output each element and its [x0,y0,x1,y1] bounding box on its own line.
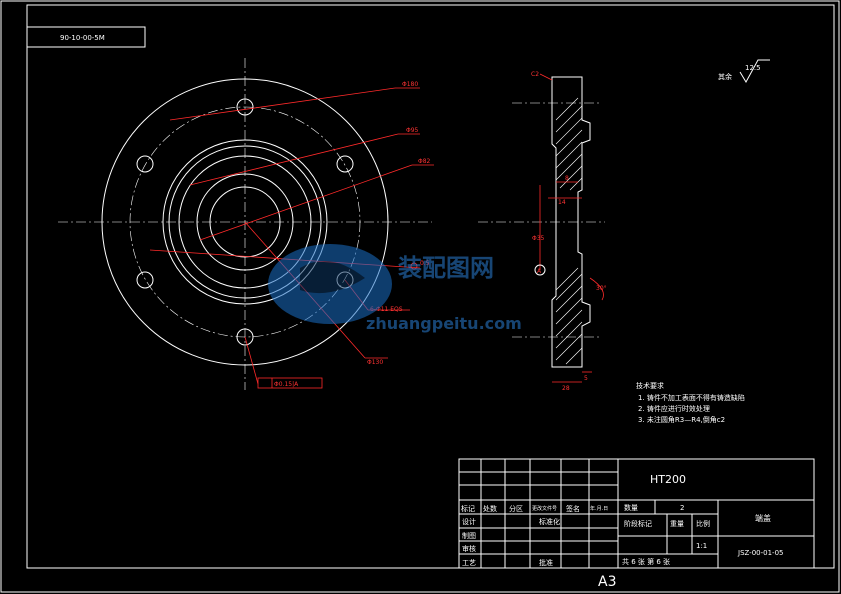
roughness-value: 12.5 [745,64,761,72]
front-view: Φ180 Φ95 Φ82 Φ130 6-Φ11 EQS 0.5 Φ0.15|A [58,58,434,390]
inner-border [26,4,835,569]
watermark: 装配图网 zhuangpeitu.com [268,244,522,333]
bolt-hole [236,328,254,346]
bore-circle [209,186,281,258]
rev-header-sign: 签名 [566,504,580,513]
dim-d130: Φ130 [367,359,383,366]
angle-arc [589,277,604,301]
bolt-hole [336,155,354,173]
rev-header-date: 年.月.日 [590,505,608,512]
tech-item-1: 1. 铸件不加工表面不得有铸造缺陷 [638,393,745,402]
dim-tol-05: 0.5 [420,260,430,267]
tech-item-3: 3. 未注圆角R3—R4,倒角c2 [638,415,725,424]
roughness-prefix: 其余 [718,72,732,81]
datum-a-label: A [537,268,542,275]
dim-28: 28 [562,385,570,392]
side-view: C2 8 14 Φ35 A 30° 28 5 [478,71,607,392]
rev-header-doc: 更改文件号 [532,505,557,512]
dim-angle: 30° [596,285,607,292]
leader-d180 [169,87,396,121]
sheet-size: A3 [598,574,616,590]
dim-d82: Φ82 [418,158,431,165]
bolt-hole [136,271,154,289]
dim-14: 14 [558,199,566,206]
roughness-symbol-icon [739,59,770,84]
hub-circle-4 [196,173,294,271]
watermark-url: zhuangpeitu.com [366,314,522,333]
qty-value: 2 [680,504,684,512]
std-label: 标准化 [539,517,560,526]
material-text: HT200 [650,473,686,486]
rev-header-count: 处数 [483,504,497,513]
signoff-design: 设计 [462,517,476,526]
watermark-cn: 装配图网 [398,254,494,282]
hub-circle-1 [162,139,328,305]
scale-label: 比例 [696,519,710,528]
approve-label: 批准 [539,558,553,567]
rev-header-mark: 标记 [461,504,475,513]
bolt-hole [236,98,254,116]
code-box [26,26,146,48]
dim-holes: 6-Φ11 EQS [370,306,403,313]
leader-d82 [199,164,413,241]
code-box-text: 90-10-00-5M [60,34,105,42]
title-block: 标记 处数 分区 更改文件号 签名 年.月.日 设计 制图 审核 工艺 标准化 … [458,458,815,569]
part-name: 端盖 [755,513,771,523]
signoff-check: 审核 [462,544,476,553]
dim-d35: Φ35 [532,235,545,242]
scale-value: 1:1 [696,542,707,550]
section-hatch [555,97,583,365]
rev-header-zone: 分区 [509,504,523,513]
watermark-logo-icon [268,244,392,324]
dim-c2: C2 [531,71,539,78]
tech-item-2: 2. 铸件应进行时效处理 [638,404,710,413]
dim-8: 8 [565,175,569,182]
flange-section [551,76,591,368]
dim-5: 5 [584,375,588,382]
flange-outer-circle [101,78,389,366]
drawing-number: JSZ-00-01-05 [737,549,783,557]
tech-requirements: 技术要求 1. 铸件不加工表面不得有铸造缺陷 2. 铸件应进行时效处理 3. 未… [636,381,745,424]
signoff-process: 工艺 [462,559,476,567]
signoff-draw: 制图 [462,531,476,540]
dim-d180: Φ180 [402,81,418,88]
bolt-hole [136,155,154,173]
tolerance-text: Φ0.15|A [274,381,299,388]
dim-marker-icon [410,262,418,270]
tolerance-frame [257,377,323,389]
sheets-text: 共 6 张 第 6 张 [622,557,670,566]
weight-label: 重量 [670,520,684,528]
hub-circle-3 [178,155,312,289]
stage-label: 阶段标记 [624,519,652,528]
leader-d95 [189,133,399,186]
hub-circle-2 [168,145,322,299]
datum-a-icon [534,264,546,276]
qty-label: 数量 [624,503,638,512]
dim-d95: Φ95 [406,127,419,134]
tech-title: 技术要求 [636,381,664,390]
